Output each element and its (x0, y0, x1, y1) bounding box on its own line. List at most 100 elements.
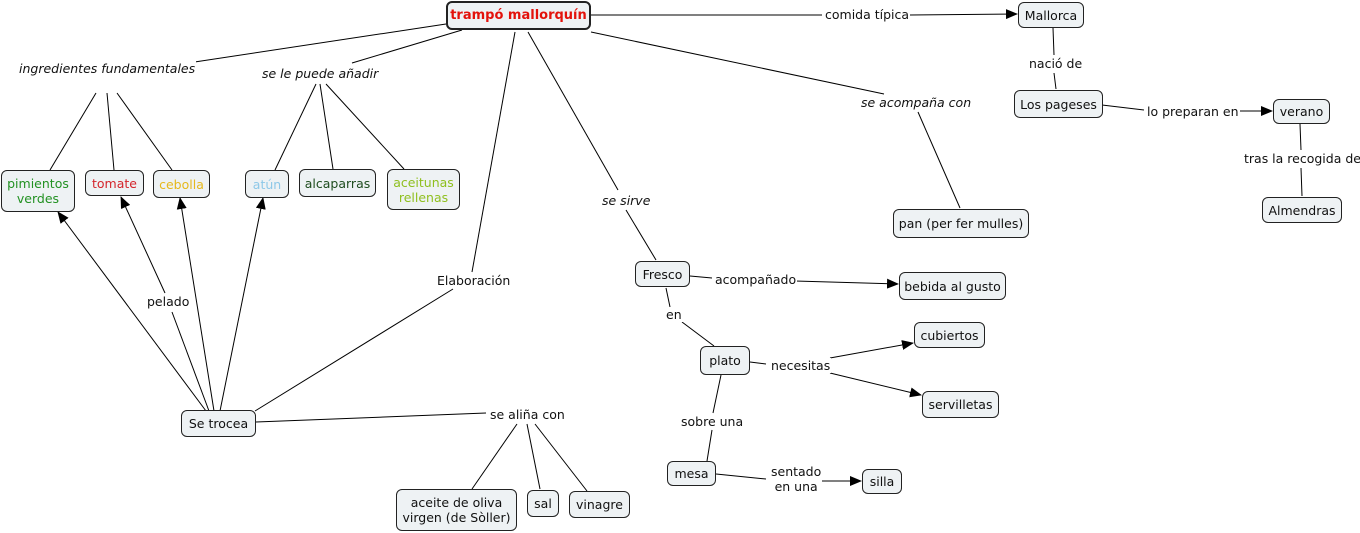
node-mallorca[interactable]: Mallorca (1018, 2, 1084, 28)
edge-setrocea-alina (255, 412, 487, 423)
node-atun[interactable]: atún (245, 170, 289, 198)
node-vinagre[interactable]: vinagre (569, 491, 630, 518)
node-silla-label: silla (869, 474, 895, 489)
link-sobre-una: sobre una (680, 414, 745, 429)
edge-elaboracion-setrocea (254, 288, 454, 412)
node-fresco[interactable]: Fresco (635, 261, 690, 287)
node-trampo-mallorquin-label: trampó mallorquín (450, 8, 587, 23)
node-cubiertos[interactable]: cubiertos (914, 322, 985, 348)
link-se-alina-con: se aliña con (489, 407, 566, 422)
link-acompanado: acompañado (714, 272, 798, 287)
node-aceitunas-rellenas-label: aceitunas rellenas (393, 174, 454, 205)
edge-sobreuna-mesa (706, 429, 713, 462)
edge-setrocea-pimientos (57, 211, 207, 412)
node-bebida-al-gusto[interactable]: bebida al gusto (899, 272, 1006, 300)
node-servilletas[interactable]: servilletas (922, 391, 999, 418)
node-fresco-label: Fresco (642, 266, 683, 282)
edge-necesitas-servilletas (829, 372, 922, 398)
edge-necesitas-cubiertos (829, 340, 914, 359)
node-aceitunas-rellenas[interactable]: aceitunas rellenas (387, 169, 460, 210)
node-cebolla[interactable]: cebolla (153, 170, 210, 198)
edge-anadir-alcaparras (319, 83, 334, 170)
node-pimientos-verdes[interactable]: pimientos verdes (1, 170, 75, 212)
node-pan[interactable]: pan (per fer mulles) (893, 209, 1029, 238)
link-necesitas: necesitas (770, 358, 832, 373)
node-trampo-mallorquin[interactable]: trampó mallorquín (446, 1, 591, 30)
node-se-trocea-label: Se trocea (188, 416, 249, 431)
edge-acompanado-bebida (794, 278, 899, 289)
node-servilletas-label: servilletas (928, 397, 993, 412)
node-se-trocea[interactable]: Se trocea (181, 410, 256, 437)
edge-en-plato (681, 321, 715, 347)
edge-comida-mallorca (909, 9, 1018, 20)
link-se-acompana-con: se acompaña con (860, 95, 973, 110)
edge-ingr-cebolla (116, 92, 173, 171)
edge-main-acompana (590, 31, 885, 95)
edge-mallorca-nacio (1052, 27, 1055, 56)
node-mesa[interactable]: mesa (667, 461, 716, 486)
node-bebida-al-gusto-label: bebida al gusto (904, 278, 1001, 294)
link-elaboracion: Elaboración (436, 273, 512, 288)
edge-plato-necesitas (749, 361, 767, 365)
edge-main-anadir (351, 29, 463, 64)
edge-main-ingredientes (187, 23, 447, 64)
node-sal-label: sal (534, 496, 552, 511)
edge-plato-sobreuna (712, 374, 722, 414)
node-cubiertos-label: cubiertos (920, 327, 979, 343)
edge-setrocea-cebolla (176, 197, 215, 412)
link-comida-tipica: comida típica (824, 7, 911, 22)
edge-alina-aceite (471, 423, 518, 490)
link-se-le-puede-anadir: se le puede añadir (261, 66, 380, 81)
edge-setrocea-pelado (171, 311, 210, 412)
node-los-pageses[interactable]: Los pageses (1014, 90, 1103, 118)
link-pelado: pelado (146, 294, 191, 309)
edge-fresco-en (665, 287, 671, 308)
edge-anadir-atun (274, 83, 317, 171)
edge-fresco-acompanado (689, 275, 713, 279)
node-aceite-de-oliva[interactable]: aceite de oliva virgen (de Sòller) (396, 489, 517, 531)
node-verano-label: verano (1279, 104, 1324, 119)
node-tomate[interactable]: tomate (85, 170, 144, 196)
edge-ingr-pimientos (49, 92, 97, 171)
edge-pelado-tomate (120, 196, 166, 294)
link-en: en (665, 307, 683, 322)
edge-nacio-pageses (1053, 72, 1057, 90)
link-ingredientes-fundamentales: ingredientes fundamentales (18, 61, 197, 76)
node-verano[interactable]: verano (1273, 99, 1330, 124)
link-tras-la-recogida-de: tras la recogida de (1243, 151, 1360, 166)
node-pan-label: pan (per fer mulles) (898, 216, 1024, 231)
edge-anadir-aceitunas (325, 83, 405, 170)
node-cebolla-label: cebolla (159, 176, 204, 192)
edge-pageses-preparan (1101, 104, 1145, 111)
edge-verano-recogida (1299, 123, 1302, 151)
node-aceite-de-oliva-label: aceite de oliva virgen (de Sòller) (402, 495, 511, 525)
link-sentado-en-una: sentado en una (770, 464, 823, 494)
link-lo-preparan-en: lo preparan en (1146, 104, 1240, 119)
edge-sirve-fresco (625, 209, 657, 261)
node-plato[interactable]: plato (700, 346, 750, 375)
node-alcaparras-label: alcaparras (304, 175, 371, 191)
edge-alina-vinagre (534, 423, 588, 492)
edge-main-elaboracion (471, 31, 516, 273)
node-almendras-label: Almendras (1268, 202, 1336, 218)
edge-main-sirve (527, 31, 619, 191)
edge-mesa-sentado (715, 473, 767, 480)
node-los-pageses-label: Los pageses (1020, 96, 1097, 112)
edge-alina-sal (526, 423, 541, 490)
node-mesa-label: mesa (674, 466, 709, 481)
node-alcaparras[interactable]: alcaparras (299, 169, 376, 197)
node-almendras[interactable]: Almendras (1262, 197, 1342, 223)
node-sal[interactable]: sal (527, 490, 559, 517)
edge-ingr-tomate (106, 92, 115, 171)
edge-recogida-almendras (1300, 167, 1303, 197)
link-se-sirve: se sirve (601, 193, 652, 208)
node-plato-label: plato (709, 353, 741, 368)
node-mallorca-label: Mallorca (1024, 7, 1078, 23)
node-pimientos-verdes-label: pimientos verdes (7, 176, 69, 206)
node-silla[interactable]: silla (862, 469, 902, 494)
link-nacio-de: nació de (1028, 56, 1084, 71)
node-tomate-label: tomate (92, 175, 137, 191)
edge-acompana-pan (917, 111, 961, 209)
